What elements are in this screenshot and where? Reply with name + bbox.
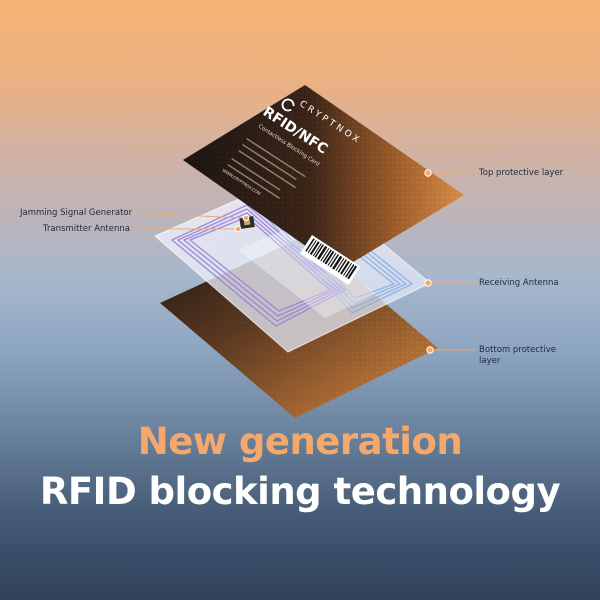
label-transmitter-antenna: Transmitter Antenna (43, 224, 130, 234)
callout-dots (234, 169, 434, 354)
cryptnox-logo-icon (281, 98, 295, 112)
label-receiving-antenna: Receiving Antenna (479, 278, 559, 288)
label-top-protective-layer: Top protective layer (479, 168, 564, 178)
label-jamming-signal-generator: Jamming Signal Generator (20, 208, 133, 218)
headline-line-2: RFID blocking technology (39, 470, 561, 513)
barcode (300, 234, 361, 286)
headline-line-1: New generation (137, 420, 463, 463)
label-bottom-protective-layer: Bottom protective layer (479, 345, 556, 367)
label-bottom-line-1: Bottom protective (479, 345, 556, 355)
label-bottom-line-2: layer (479, 356, 501, 366)
callout-lines (128, 172, 476, 351)
